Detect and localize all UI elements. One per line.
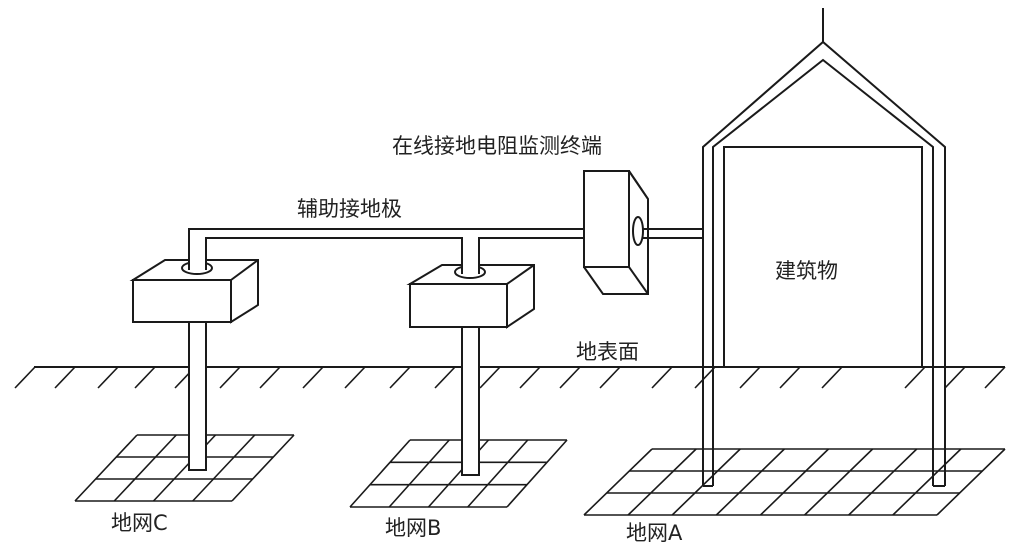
grid-col-line [627, 448, 697, 516]
hatch-mark [434, 366, 456, 389]
hatch-mark [821, 366, 843, 389]
grid-col-line [759, 448, 830, 516]
ground-grid-a [583, 448, 1006, 516]
down-conductor-inner [712, 58, 934, 486]
hatch-mark [599, 366, 621, 389]
hatch-mark [944, 366, 966, 389]
hatch-mark [904, 366, 926, 389]
hatch-mark [344, 366, 366, 389]
building [702, 8, 946, 487]
hatch-mark [779, 366, 801, 389]
auxiliary-cable [188, 228, 586, 270]
hatch-mark [219, 366, 241, 389]
hatch-mark [651, 366, 673, 389]
grid-col-line [388, 439, 450, 508]
hatch-mark [984, 366, 1006, 389]
grid-col-line [349, 439, 411, 508]
hatch-mark [479, 366, 501, 389]
electrode-box-b [406, 262, 535, 329]
auxiliary-electrode-label: 辅助接地极 [297, 197, 402, 221]
monitoring-terminal[interactable] [583, 170, 649, 295]
grid-col-line [506, 439, 568, 508]
hatch-mark [389, 366, 411, 389]
hatch-mark [134, 366, 156, 389]
grid-col-line [192, 434, 256, 502]
down-conductor-outer [702, 40, 946, 486]
grid-col-line [804, 448, 874, 516]
electrode-rod-b [461, 326, 480, 476]
grid-col-line [715, 448, 785, 516]
grid-col-line [74, 434, 138, 502]
electrode-box-c [129, 258, 259, 324]
grid-b-label: 地网B [385, 516, 441, 540]
ground-surface-label: 地表面 [576, 340, 639, 364]
hatch-mark [559, 366, 581, 389]
ground-grid-b [349, 439, 568, 508]
building-label: 建筑物 [775, 259, 838, 283]
building-body [723, 146, 923, 368]
grid-col-line [231, 434, 295, 502]
hatch-mark [259, 366, 281, 389]
hatch-mark [54, 366, 76, 389]
terminal-label: 在线接地电阻监测终端 [392, 134, 602, 158]
grid-col-line [113, 434, 177, 502]
hatch-mark [97, 366, 119, 389]
ground-hatching [14, 366, 1006, 389]
ground-surface [14, 366, 1006, 389]
grid-col-line [467, 439, 529, 508]
grid-col-line [936, 448, 1006, 516]
grid-col-line [848, 448, 918, 516]
terminal-to-building-cable [643, 228, 703, 239]
electrode-rod-c [188, 321, 207, 471]
hatch-mark [519, 366, 541, 389]
hatch-mark [694, 366, 716, 389]
grid-col-line [671, 448, 741, 516]
grid-col-line [892, 448, 962, 516]
hatch-mark [302, 366, 324, 389]
grid-c-label: 地网C [111, 511, 168, 535]
hatch-mark [739, 366, 761, 389]
grid-col-line [583, 448, 653, 516]
grid-a-label: 地网A [626, 521, 683, 545]
ground-grid-c [74, 434, 295, 502]
hatch-mark [14, 366, 36, 389]
